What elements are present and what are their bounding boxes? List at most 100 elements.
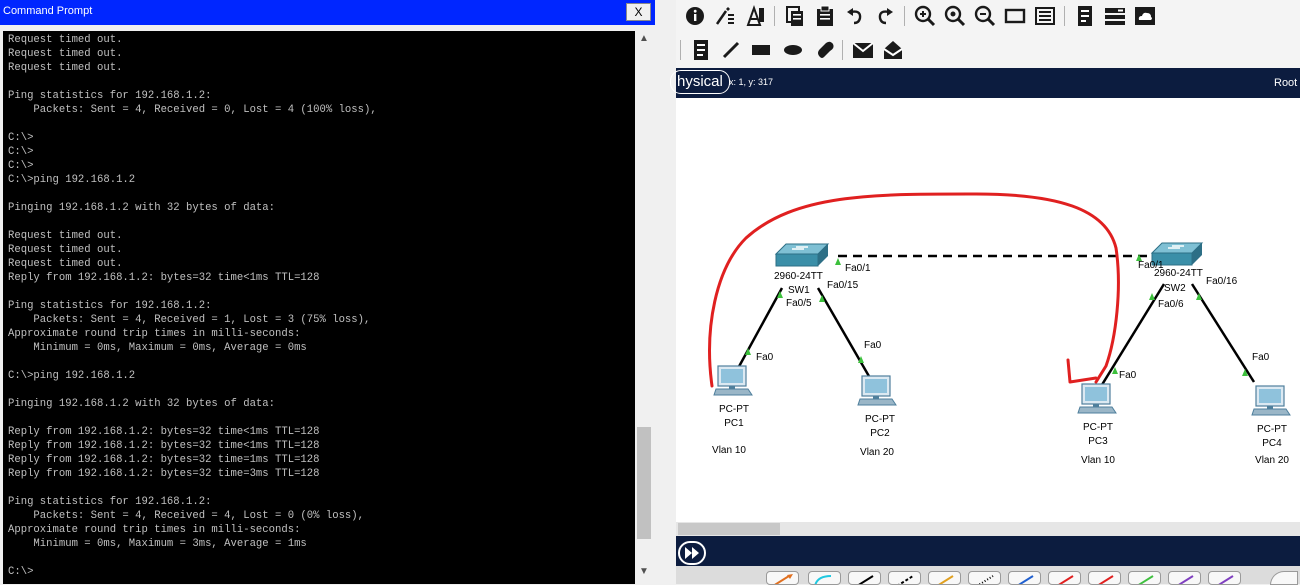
port-up-icon — [858, 356, 864, 363]
annotation-arrow — [708, 192, 1120, 388]
port-up-icon — [745, 348, 751, 355]
port-label: Fa0/6 — [1158, 299, 1184, 310]
canvas-horizontal-scrollbar[interactable] — [676, 522, 1300, 536]
pc1-vlan-label: Vlan 10 — [712, 445, 746, 456]
copy-icon[interactable] — [784, 5, 806, 27]
drawing-toolbar — [676, 34, 1300, 68]
zoom-in-icon[interactable] — [914, 5, 936, 27]
cloud-icon[interactable] — [1134, 5, 1156, 27]
link-sw1-pc2[interactable] — [816, 287, 872, 379]
freeform-draw-icon[interactable] — [814, 39, 836, 61]
switch-icon[interactable] — [1150, 242, 1204, 266]
scroll-thumb[interactable] — [678, 523, 780, 535]
sw1-name-label: SW1 — [788, 285, 810, 296]
rectangle-view-icon[interactable] — [1004, 5, 1026, 27]
port-label: Fa0 — [1252, 352, 1270, 363]
serial-dce-icon[interactable] — [1048, 571, 1081, 585]
cmd-title-bar[interactable]: Command Prompt X — [0, 0, 655, 25]
activity-wizard-icon[interactable] — [714, 5, 736, 27]
port-up-icon — [1242, 369, 1248, 376]
device-template-icon[interactable] — [1104, 5, 1126, 27]
port-up-icon — [1112, 367, 1118, 374]
port-up-icon — [1149, 293, 1155, 300]
port-label: Fa0 — [756, 352, 774, 363]
custom-device-icon[interactable] — [744, 5, 766, 27]
phone-cable-icon[interactable] — [968, 571, 1001, 585]
cmd-close-button[interactable]: X — [626, 3, 651, 21]
command-prompt-window: Command Prompt X Request timed out. Requ… — [0, 0, 655, 584]
fast-forward-button[interactable] — [678, 541, 706, 565]
console-output[interactable]: Request timed out. Request timed out. Re… — [3, 31, 635, 584]
octal-cable-icon[interactable] — [1128, 571, 1161, 585]
notes-icon[interactable] — [1074, 5, 1096, 27]
pc4-type-label: PC-PT — [1257, 424, 1287, 435]
console-cable-icon[interactable] — [808, 571, 841, 585]
console-text: Request timed out. Request timed out. Re… — [8, 34, 377, 578]
rectangle-draw-icon[interactable] — [750, 39, 772, 61]
pc2-type-label: PC-PT — [865, 414, 895, 425]
fast-forward-icon — [685, 547, 699, 559]
pc-icon[interactable] — [1251, 385, 1291, 416]
root-label[interactable]: Root — [1274, 77, 1298, 89]
pc3-name-label: PC3 — [1088, 436, 1108, 447]
coaxial-icon[interactable] — [1008, 571, 1041, 585]
port-label: Fa0/15 — [827, 280, 859, 291]
auto-connect-icon[interactable] — [766, 571, 799, 585]
tab-physical[interactable]: hysical — [670, 70, 730, 94]
note-icon[interactable] — [690, 39, 712, 61]
ellipse-draw-icon[interactable] — [782, 39, 804, 61]
sw2-name-label: SW2 — [1164, 283, 1186, 294]
port-up-icon — [1196, 293, 1202, 300]
redo-icon[interactable] — [874, 5, 896, 27]
usb-cable-icon[interactable] — [1208, 571, 1241, 585]
switch-icon[interactable] — [774, 243, 830, 267]
network-canvas[interactable]: 2960-24TT SW1 2960-24TT SW2 Fa0/1 Fa0/15… — [676, 98, 1300, 522]
info-icon[interactable] — [684, 5, 706, 27]
link-sw2-pc4[interactable] — [1190, 283, 1256, 383]
line-draw-icon[interactable] — [720, 39, 742, 61]
port-up-icon — [777, 291, 783, 298]
pc2-vlan-label: Vlan 20 — [860, 447, 894, 458]
pc4-name-label: PC4 — [1262, 438, 1282, 449]
link-sw1-pc1[interactable] — [734, 287, 784, 373]
palette-icon[interactable] — [1034, 5, 1056, 27]
pc1-name-label: PC1 — [724, 418, 744, 429]
resize-icon[interactable] — [882, 39, 904, 61]
port-up-icon — [835, 258, 841, 265]
straight-through-icon[interactable] — [848, 571, 881, 585]
pc4-vlan-label: Vlan 20 — [1255, 455, 1289, 466]
port-label: Fa0/1 — [845, 263, 871, 274]
cmd-vertical-scrollbar[interactable]: ▲ ▼ — [635, 31, 653, 584]
scroll-thumb[interactable] — [637, 427, 651, 539]
link-sw2-pc3[interactable] — [1098, 283, 1166, 389]
port-label: Fa0/5 — [786, 298, 812, 309]
iot-custom-cable-icon[interactable] — [1168, 571, 1201, 585]
undo-icon[interactable] — [844, 5, 866, 27]
scroll-down-icon[interactable]: ▼ — [639, 566, 649, 577]
packet-tracer-workspace: hysical x: 1, y: 317 Root — [670, 0, 1300, 585]
main-toolbar — [676, 0, 1300, 34]
serial-dte-icon[interactable] — [1088, 571, 1121, 585]
pc-icon[interactable] — [857, 375, 897, 406]
pc-icon[interactable] — [713, 365, 753, 396]
port-label: Fa0/16 — [1206, 276, 1238, 287]
port-label: Fa0 — [864, 340, 882, 351]
fiber-icon[interactable] — [928, 571, 961, 585]
port-up-icon — [1136, 254, 1142, 261]
cursor-coordinates: x: 1, y: 317 — [729, 77, 774, 87]
pc-icon[interactable] — [1077, 383, 1117, 414]
scroll-up-icon[interactable]: ▲ — [639, 33, 649, 44]
inspect-icon[interactable] — [852, 39, 874, 61]
zoom-reset-icon[interactable] — [944, 5, 966, 27]
port-label: Fa0 — [1119, 370, 1137, 381]
pc3-vlan-label: Vlan 10 — [1081, 455, 1115, 466]
port-up-icon — [819, 295, 825, 302]
sw1-model-label: 2960-24TT — [774, 271, 823, 282]
port-status-indicators — [745, 254, 1248, 376]
port-label: Fa0/1 — [1138, 260, 1164, 271]
topology-drawing — [708, 192, 1291, 416]
paste-icon[interactable] — [814, 5, 836, 27]
crossover-icon[interactable] — [888, 571, 921, 585]
zoom-out-icon[interactable] — [974, 5, 996, 27]
pc2-name-label: PC2 — [870, 428, 890, 439]
